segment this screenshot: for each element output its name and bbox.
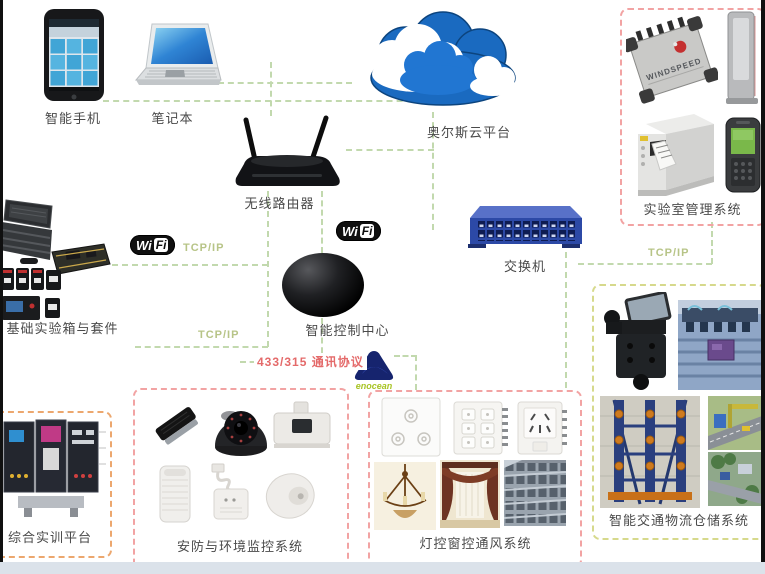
wifi-wi-text: Wi xyxy=(136,237,152,253)
circuit-board xyxy=(51,243,111,275)
training-label: 综合实训平台 xyxy=(7,530,92,545)
gas-detector xyxy=(211,463,249,520)
agv-robot-photo xyxy=(604,292,672,390)
wifi-fi-text: Fi xyxy=(153,238,169,252)
tcpip-label-left: TCP/IP xyxy=(183,242,225,254)
experiment-case xyxy=(0,199,53,264)
switch-label: 交换机 xyxy=(503,259,546,274)
handheld-pda-device xyxy=(725,117,761,193)
six-key-switch-panel xyxy=(453,401,508,455)
bottom-strip xyxy=(0,562,765,574)
link-enocean-lighting-down xyxy=(415,355,417,390)
link-lab-down xyxy=(711,222,713,264)
rfid-gate-device xyxy=(726,11,758,104)
link-phone-backbone xyxy=(103,100,433,102)
wifi-wi-text: Wi xyxy=(342,223,358,239)
building-facade-photo xyxy=(504,460,566,526)
control-center-label: 智能控制中心 xyxy=(305,323,390,338)
link-router-controlcenter xyxy=(321,191,323,253)
link-cloud-switch xyxy=(432,112,434,230)
lighting-label: 灯控窗控通风系统 xyxy=(419,536,532,551)
laptop-label: 笔记本 xyxy=(151,111,194,126)
warehouse-rack-photo xyxy=(600,396,700,508)
rfid-reader-device: WINDSPEED xyxy=(626,16,718,104)
label-printer-device xyxy=(638,114,714,196)
sensor-modules xyxy=(1,268,61,320)
conveyor-line-photo xyxy=(678,300,762,390)
smart-wall-socket xyxy=(517,401,567,455)
link-laptop-cloud xyxy=(218,82,352,84)
tcpip-label-lower: TCP/IP xyxy=(198,329,240,341)
link-switch-lighting xyxy=(565,252,567,388)
control-center-device xyxy=(282,253,364,317)
wireless-router-device xyxy=(235,115,340,186)
touch-switch-panel xyxy=(381,397,441,457)
beam-sensor xyxy=(155,407,198,445)
wifi-logo-left: Wi Fi xyxy=(130,235,176,255)
logistics-label: 智能交通物流仓储系统 xyxy=(608,513,749,528)
link-controlcenter-protocol xyxy=(321,318,323,363)
chandelier-photo xyxy=(374,462,436,530)
left-screen-edge xyxy=(0,0,3,562)
link-switch-lab-line xyxy=(578,263,712,265)
enocean-logo: enocean xyxy=(354,351,394,391)
link-router-down xyxy=(267,191,269,347)
traffic-model-photo-1 xyxy=(708,396,762,450)
round-sensor xyxy=(265,473,315,519)
right-screen-edge xyxy=(761,0,765,562)
controller-box xyxy=(273,401,331,448)
tcpip-label-right: TCP/IP xyxy=(648,247,690,259)
switch-device xyxy=(468,206,582,248)
protocol-433-label: 433/315 通讯协议 xyxy=(254,353,367,370)
traffic-model-photo-2 xyxy=(708,452,762,506)
link-enocean-lighting xyxy=(394,355,417,357)
smartphone-label: 智能手机 xyxy=(44,111,101,126)
wifi-fi-text: Fi xyxy=(359,224,375,238)
basic-kit-label: 基础实验箱与套件 xyxy=(6,321,119,336)
laptop-device xyxy=(134,23,222,85)
link-kit-tcpip-line xyxy=(135,346,268,348)
security-label: 安防与环境监控系统 xyxy=(176,539,303,554)
enocean-text: enocean xyxy=(356,381,393,391)
training-platform-device xyxy=(3,419,106,517)
training-platform-box xyxy=(0,411,112,558)
link-router-cloudline xyxy=(346,149,434,151)
cloud-label: 奥尔斯云平台 xyxy=(426,125,511,140)
lab-system-label: 实验室管理系统 xyxy=(643,202,742,217)
dome-camera xyxy=(215,411,267,456)
router-label: 无线路由器 xyxy=(244,196,315,211)
wifi-logo-center: Wi Fi xyxy=(336,221,382,241)
curtain-photo xyxy=(440,460,500,528)
pir-motion-sensor xyxy=(159,465,191,523)
smartphone-device xyxy=(44,9,104,101)
cloud-platform xyxy=(370,11,516,106)
link-backbone-router xyxy=(270,62,272,116)
link-kit-wifi-line xyxy=(112,264,268,266)
